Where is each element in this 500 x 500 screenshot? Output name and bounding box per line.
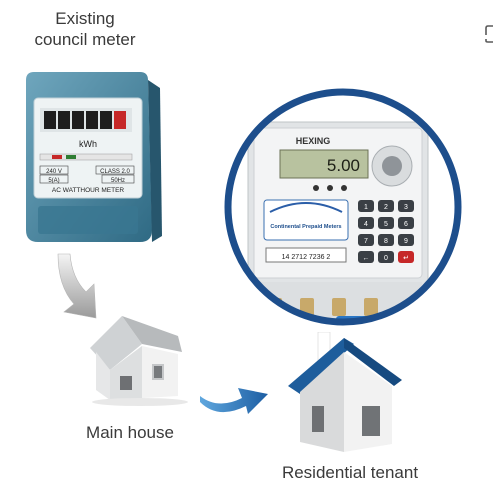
keypad-key [398,217,414,229]
prepaid-meter-display: 5.00 [327,156,360,175]
old-meter-current: 5(A) [48,178,59,184]
prepaid-meter-serial: 14 2712 7236 2 [282,254,331,261]
residential-tenant-caption: Residential tenant [281,463,419,482]
tenant-house-icon [288,332,402,452]
keypad-key [378,200,394,212]
keypad-key-label: 2 [384,204,388,211]
prepaid-meter-brand: HEXING [296,136,331,146]
old-meter-class: CLASS 2.0 [100,169,130,175]
old-meter-disc [39,153,133,161]
existing-meter-caption-line1: Existing [55,9,115,28]
keypad-key [378,217,394,229]
main-house-caption: Main house [86,423,174,442]
copy-icon[interactable] [484,22,500,44]
old-meter-unit: kWh [79,139,97,149]
keypad-key [378,251,394,263]
keypad-key-label: 6 [404,221,408,228]
keypad-key [358,251,374,263]
keypad-key [358,217,374,229]
keypad-key [398,200,414,212]
old-meter-frequency: 50Hz [111,178,125,184]
keypad-key [398,251,414,263]
right-arrow-icon [200,388,268,414]
main-house-icon [90,316,188,406]
keypad-key [398,234,414,246]
prepaid-meter-keypad: 1 2 3 4 5 6 7 8 9 ← 0 ↵ [358,200,414,263]
keypad-key-label: 5 [384,221,388,228]
keypad-key-label: 4 [364,221,368,228]
keypad-key-label: ↵ [403,255,409,262]
keypad-key-label: 7 [364,238,368,245]
old-meter-voltage: 240 V [46,169,62,175]
keypad-key-label: 1 [364,204,368,211]
keypad-key [358,200,374,212]
keypad-key-label: 3 [404,204,408,211]
old-meter-terminal-cover [38,206,138,234]
keypad-key-label: 0 [384,255,388,262]
existing-meter-caption-line2: council meter [34,30,136,49]
keypad-key-label: ← [363,255,370,262]
keypad-key-label: 9 [404,238,408,245]
zoom-ring-border [224,88,462,326]
old-meter-counter [40,108,132,132]
keypad-key-label: 8 [384,238,388,245]
down-arrow-icon [57,253,97,319]
keypad-key [378,234,394,246]
prepaid-meter-card: Continental Prepaid Meters [270,224,341,230]
old-council-meter: kWh 240 V 5(A) CLASS 2.0 50Hz AC WATTHOU… [26,72,162,242]
existing-meter-caption: Existing council meter [10,8,160,50]
keypad-key [358,234,374,246]
old-meter-side [148,80,162,242]
zoom-ring: HEXING 5.00 Continental Prepaid Meters 1… [224,88,462,326]
old-meter-type: AC WATTHOUR METER [52,187,125,194]
